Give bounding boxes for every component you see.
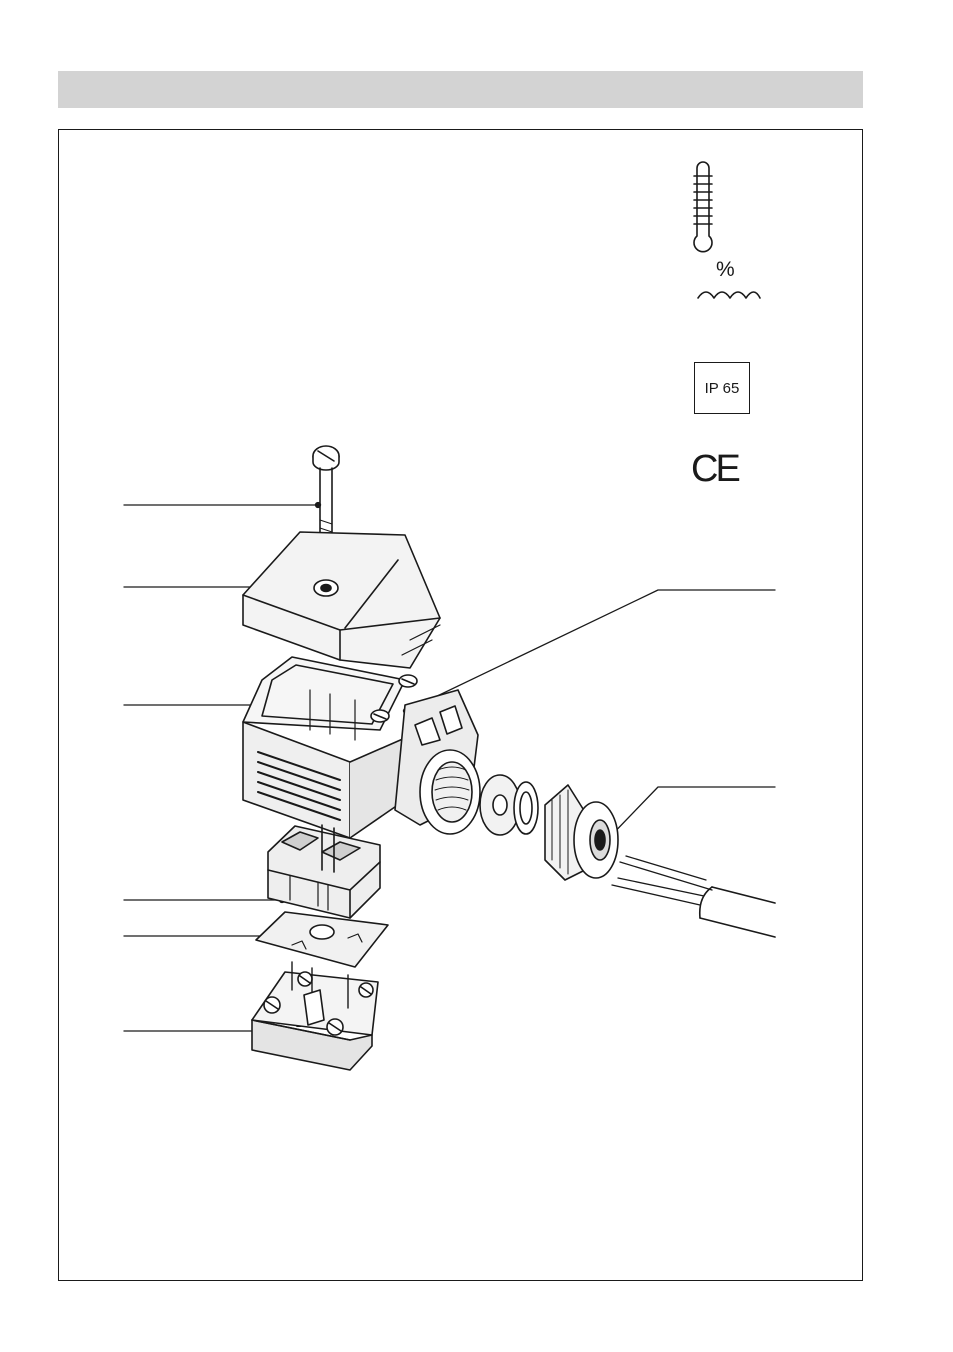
cable-gland (544, 784, 619, 881)
humidity-percent-label: % (716, 258, 735, 281)
cable (611, 855, 776, 938)
ce-mark-icon: CE (691, 448, 741, 490)
cover-part (242, 531, 441, 669)
base-block (251, 961, 379, 1071)
housing-part (242, 656, 481, 839)
ip-rating-label: IP 65 (704, 379, 740, 397)
thermometer-icon (693, 161, 713, 253)
header-bar (58, 71, 863, 108)
seal-rings (479, 774, 539, 836)
humidity-icon (697, 291, 761, 299)
terminal-insert (267, 824, 381, 919)
ip-rating-icon: IP 65 (694, 362, 750, 414)
ce-mark-label: CE (691, 448, 741, 490)
figure-frame (58, 129, 863, 1281)
gasket-plate (255, 911, 389, 968)
